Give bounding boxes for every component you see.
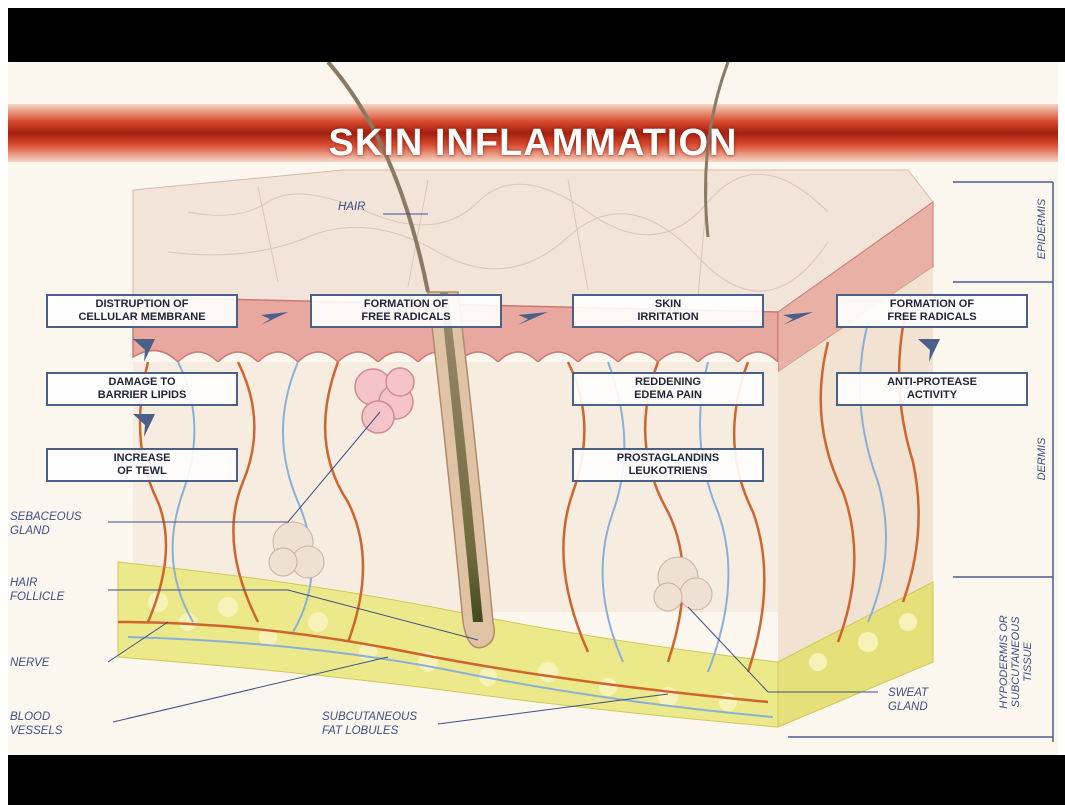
box-formation-free-radicals-1: FORMATION OF FREE RADICALS: [310, 294, 502, 328]
box-reddening-edema-pain: REDDENING EDEMA PAIN: [572, 372, 764, 406]
box-increase-tewl: INCREASE OF TEWL: [46, 448, 238, 482]
label-hypodermis: HYPODERMIS OR SUBCUTANEOUS TISSUE: [998, 607, 1038, 717]
label-subcutaneous-fat-lobules: SUBCUTANEOUS FAT LOBULES: [322, 710, 417, 738]
diagram-title: SKIN INFLAMMATION: [8, 122, 1058, 165]
label-hair: HAIR: [338, 200, 365, 214]
label-nerve: NERVE: [10, 656, 49, 670]
box-disruption-cellular-membrane: DISTRUPTION OF CELLULAR MEMBRANE: [46, 294, 238, 328]
label-dermis: DERMIS: [1036, 419, 1050, 499]
box-anti-protease-activity: ANTI-PROTEASE ACTIVITY: [836, 372, 1028, 406]
letterbox-top: [8, 8, 1065, 62]
label-sweat-gland: SWEAT GLAND: [888, 686, 928, 714]
box-prostaglandins-leukotriens: PROSTAGLANDINS LEUKOTRIENS: [572, 448, 764, 482]
label-blood-vessels: BLOOD VESSELS: [10, 710, 62, 738]
box-formation-free-radicals-2: FORMATION OF FREE RADICALS: [836, 294, 1028, 328]
label-sebaceous-gland: SEBACEOUS GLAND: [10, 510, 82, 538]
skin-cross-section-illustration: [8, 62, 1058, 755]
skin-diagram: SKIN INFLAMMATION DISTRUPTION OF CELLULA…: [8, 62, 1058, 755]
box-damage-barrier-lipids: DAMAGE TO BARRIER LIPIDS: [46, 372, 238, 406]
box-skin-irritation: SKIN IRRITATION: [572, 294, 764, 328]
label-epidermis: EPIDERMIS: [1036, 189, 1050, 269]
label-hair-follicle: HAIR FOLLICLE: [10, 576, 64, 604]
letterbox-bottom: [8, 755, 1065, 805]
